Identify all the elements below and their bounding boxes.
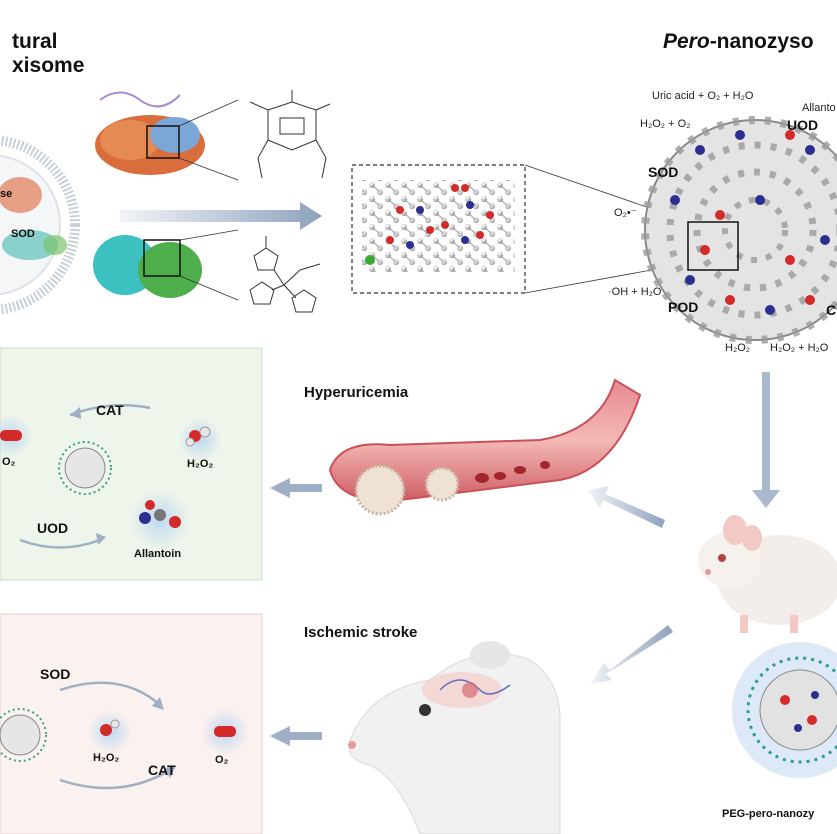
h2o2-o2-label: H₂O₂ + O₂ [640, 118, 691, 130]
peroxisome-cell [0, 135, 80, 315]
hyperuricemia-o2-label: O₂ [2, 456, 16, 468]
blood-vessel [328, 378, 642, 516]
stroke-sod-label: SOD [40, 666, 71, 682]
hyperuricemia-h2o2-label: H₂O₂ [187, 458, 214, 470]
arrow-to-rat [590, 625, 673, 684]
catalase-cell-label: se [0, 188, 13, 200]
hyperuricemia-uod-label: UOD [37, 520, 69, 536]
cat-label-cut: C [826, 302, 837, 318]
allantoin-top-label: Allanto [802, 102, 836, 114]
nanozyme-sphere [641, 116, 837, 344]
natural-title-line2: xisome [12, 54, 85, 77]
stroke-reaction [0, 681, 249, 790]
arrow-to-vessel [588, 486, 665, 528]
natural-title-line1: tural [12, 30, 58, 53]
allantoin-label: Allantoin [134, 548, 182, 560]
hyperuricemia-cat-label: CAT [96, 402, 124, 418]
hyperuricemia-title: Hyperuricemia [304, 384, 409, 401]
uod-label: UOD [787, 117, 819, 133]
graphene-sheet-inset [351, 164, 526, 294]
h2o2-h2o-label: H₂O₂ + H₂O [770, 342, 829, 354]
stroke-h2o2-label: H₂O₂ [93, 752, 120, 764]
transform-arrow [120, 202, 322, 230]
sod-label: SOD [648, 164, 679, 180]
mouse-illustration [698, 515, 837, 633]
catalase-protein [95, 91, 205, 175]
rat-illustration [348, 641, 561, 834]
uric-acid-label: Uric acid + O₂ + H₂O [652, 90, 754, 102]
natural-peroxisome-title: tural xisome [12, 30, 84, 78]
hyperuricemia-reaction [0, 404, 222, 550]
pod-label: POD [668, 299, 699, 315]
arrow-to-stroke-panel [270, 726, 322, 746]
sod-protein-small [2, 230, 58, 260]
hyperuricemia-panel [0, 347, 263, 581]
down-arrow [752, 372, 780, 508]
heme-structure [249, 90, 331, 179]
pero-nanozysome-title: Pero-nanozyso [663, 30, 814, 54]
catalase-protein-small [0, 177, 42, 213]
h2o2-bottom-label: H₂O₂ [725, 342, 751, 354]
sod-cell-label: SOD [11, 228, 35, 240]
superoxide-label: O₂•⁻ [614, 207, 637, 219]
stroke-title: Ischemic stroke [304, 624, 418, 641]
peg-nanozyme-label: PEG-pero-nanozy [722, 808, 815, 820]
stroke-cat-label: CAT [148, 762, 176, 778]
stroke-o2-label: O₂ [215, 754, 229, 766]
pero-rest: -nanozyso [709, 30, 814, 53]
hydroxyl-label: ·OH + H₂O [608, 286, 662, 298]
peg-nanozyme [732, 642, 837, 778]
arrow-to-hyperuricemia-panel [270, 478, 322, 498]
pero-prefix: Pero [663, 30, 710, 53]
sod-protein [93, 235, 202, 298]
mn-complex-structure [249, 236, 321, 313]
